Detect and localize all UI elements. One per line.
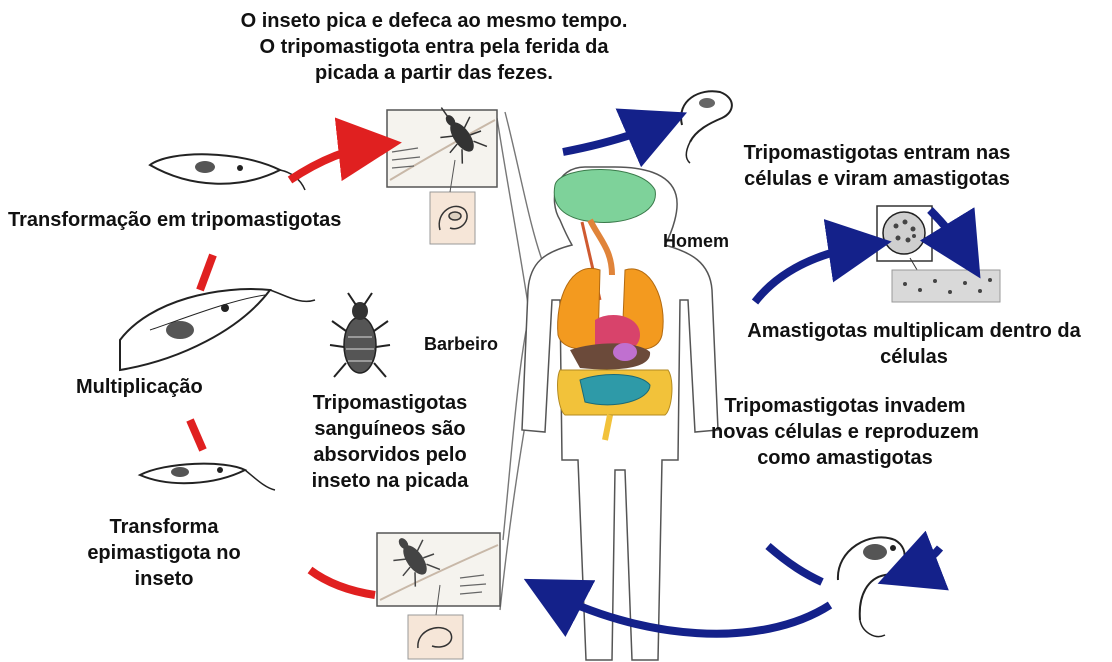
label-transform-tripo: Transformação em tripomastigotas [8, 207, 398, 233]
label-top-caption: O inseto pica e defeca ao mesmo tempo. O… [238, 8, 630, 86]
parasite-icon [120, 289, 315, 370]
label-multiplicacao: Multiplicação [76, 374, 276, 400]
parasite-icon [838, 537, 905, 636]
label-invade-new: Tripomastigotas invadem novas células e … [710, 393, 980, 471]
label-multiply-in-cells: Amastigotas multiplicam dentro da célula… [722, 318, 1106, 370]
arrow-from-bite-bottom [310, 570, 375, 595]
label-transforma-epi: Transforma epimastigota no inseto [64, 514, 264, 592]
arrow-to-bottom-parasite [900, 548, 940, 575]
label-homem: Homem [663, 228, 783, 254]
arrow-to-bite-top [290, 145, 378, 180]
arrow-dash-right [768, 546, 822, 582]
arrow-to-top-right [563, 122, 665, 152]
parasite-icon [150, 154, 305, 190]
label-enter-cells: Tripomastigotas entram nas células e vir… [712, 140, 1042, 192]
insect-icon [330, 293, 390, 377]
arrow-dash-upper [200, 255, 213, 290]
label-barbeiro: Barbeiro [424, 331, 544, 357]
label-absorbed: Tripomastigotas sanguíneos são absorvido… [294, 390, 486, 494]
arrow-into-cell [930, 210, 968, 258]
parasite-icon [140, 464, 275, 490]
bite-panel-top [387, 97, 497, 244]
arrow-dash-lower [190, 420, 203, 450]
bite-panel-bottom [377, 528, 500, 659]
